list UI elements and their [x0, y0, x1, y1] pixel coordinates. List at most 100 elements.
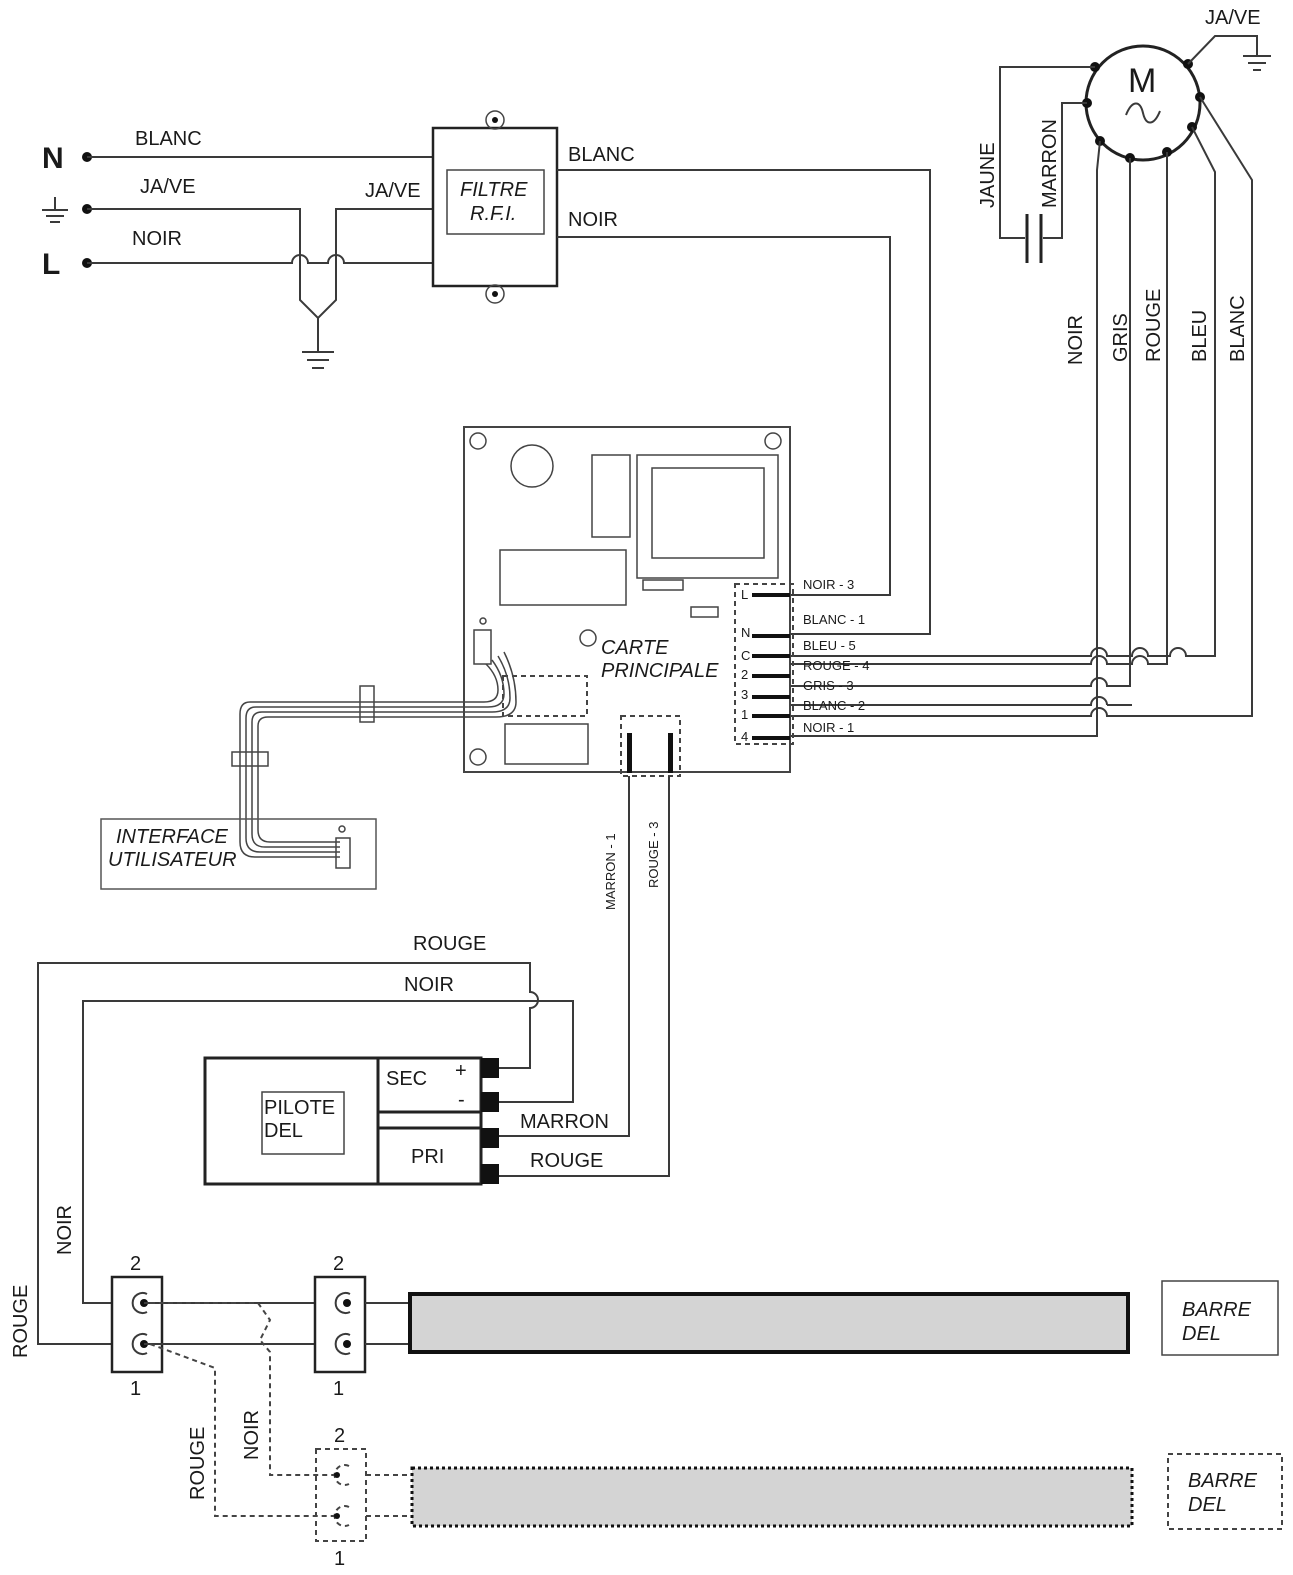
svg-text:DEL: DEL — [1188, 1494, 1227, 1516]
wire-blanc-2 — [790, 696, 1108, 706]
wire-motor-blanc — [790, 96, 1253, 717]
ui-label-1: INTERFACE — [116, 826, 229, 848]
label-m-gris: GRIS — [1110, 313, 1132, 362]
filter-label-1: FILTRE — [460, 179, 528, 201]
wire-l-noir — [87, 254, 433, 264]
label-m-noir: NOIR — [1065, 315, 1087, 365]
pin-c: C — [741, 648, 750, 663]
led-bar-label-1: BARRE DEL — [1161, 1280, 1279, 1356]
driver-pri: PRI — [411, 1146, 444, 1168]
label-filter-java: JA/VE — [365, 180, 421, 202]
label-marron: MARRON — [1039, 119, 1061, 208]
wire-motor-java — [1187, 35, 1258, 65]
label-n-blanc: BLANC — [135, 128, 202, 150]
motor-label: M — [1128, 62, 1156, 100]
pin-2: 2 — [741, 667, 748, 682]
ribbon-cable — [231, 651, 517, 858]
pin-label-b2: 2 — [333, 1253, 344, 1275]
ground-symbol-chassis — [302, 318, 334, 369]
label-led-rouge3: ROUGE - 3 — [646, 822, 661, 888]
led-bar-label-2: BARRE DEL — [1167, 1453, 1283, 1530]
led-bar-1 — [408, 1292, 1130, 1354]
board-label-2: PRINCIPALE — [601, 660, 719, 682]
driver-sec: SEC — [386, 1068, 427, 1090]
label-l-noir: NOIR — [132, 228, 182, 250]
terminal-n: N — [42, 142, 64, 175]
label-left-noir: NOIR — [54, 1205, 76, 1255]
label-motor-java: JA/VE — [1205, 7, 1261, 29]
wire-filter-noir — [557, 236, 891, 596]
wire-sec-rouge — [37, 962, 539, 1345]
pin-1: 1 — [741, 707, 748, 722]
label-top-rouge: ROUGE — [413, 933, 486, 955]
filter-label-2: R.F.I. — [470, 203, 516, 225]
conn-label-noir1: NOIR - 1 — [803, 720, 854, 735]
wire-dash-noir — [150, 1302, 336, 1476]
rfi-filter: FILTRE R.F.I. — [431, 110, 559, 304]
conn-label-noir3: NOIR - 3 — [803, 577, 854, 592]
wire-motor-rouge — [790, 152, 1168, 665]
label-m-bleu: BLEU — [1189, 310, 1211, 362]
motor: M — [1082, 44, 1205, 163]
pin-label-a1: 1 — [130, 1378, 141, 1400]
led-connector-b: 2 1 — [313, 1253, 367, 1400]
driver-plus: + — [455, 1060, 467, 1082]
conn-label-blanc1: BLANC - 1 — [803, 612, 865, 627]
label-pri-rouge: ROUGE — [530, 1150, 603, 1172]
pin-label-c1: 1 — [334, 1548, 345, 1570]
driver-label-1: PILOTE — [264, 1097, 335, 1119]
ground-symbol-motor — [1243, 55, 1271, 71]
wire-led-rouge — [494, 776, 670, 1177]
led-connector — [620, 715, 681, 777]
main-board: CARTE PRINCIPALE — [463, 426, 791, 777]
label-filter-blanc: BLANC — [568, 144, 635, 166]
svg-text:DEL: DEL — [1182, 1323, 1221, 1345]
pin-l: L — [741, 587, 748, 602]
svg-text:BARRE: BARRE — [1188, 1470, 1258, 1492]
sine-icon — [1125, 102, 1161, 124]
wire-jaune — [999, 66, 1095, 239]
pin-label-c2: 2 — [334, 1425, 345, 1447]
conn-label-rouge4: ROUGE - 4 — [803, 658, 869, 673]
svg-text:BARRE: BARRE — [1182, 1299, 1252, 1321]
board-label-1: CARTE — [601, 637, 669, 659]
mains-input: N L BLANC JA/VE JA/VE NOIR — [42, 128, 433, 369]
terminal-l: L — [42, 248, 60, 281]
conn-label-gris3: GRIS - 3 — [803, 678, 854, 693]
conn-label-blanc2: BLANC - 2 — [803, 698, 865, 713]
user-interface: INTERFACE UTILISATEUR — [100, 818, 377, 890]
label-pri-marron: MARRON — [520, 1111, 609, 1133]
pin-3: 3 — [741, 687, 748, 702]
wire-motor-gris — [790, 158, 1131, 687]
label-g-java: JA/VE — [140, 176, 196, 198]
wire-sec-noir — [82, 1000, 574, 1304]
pin-label-a2: 2 — [130, 1253, 141, 1275]
driver-label-2: DEL — [264, 1120, 303, 1142]
driver-minus: - — [458, 1089, 465, 1111]
ground-symbol-terminal — [42, 197, 68, 223]
pin-n: N — [741, 625, 750, 640]
wire-led-marron — [494, 776, 630, 1137]
led-bar-2 — [410, 1466, 1134, 1528]
label-left-rouge: ROUGE — [10, 1285, 32, 1358]
pin-4: 4 — [741, 729, 748, 744]
label-dash-noir: NOIR — [241, 1410, 263, 1460]
label-led-marron1: MARRON - 1 — [603, 833, 618, 910]
label-filter-noir: NOIR — [568, 209, 618, 231]
wire-motor-bleu — [790, 126, 1216, 657]
label-m-rouge: ROUGE — [1143, 289, 1165, 362]
led-connector-c: 2 1 — [315, 1425, 367, 1570]
label-dash-rouge: ROUGE — [187, 1427, 209, 1500]
led-connector-a: 2 1 — [110, 1253, 164, 1400]
led-driver: PILOTE DEL SEC PRI + - — [203, 1056, 499, 1186]
pin-label-b1: 1 — [333, 1378, 344, 1400]
wire-filter-blanc — [557, 169, 931, 635]
label-jaune: JAUNE — [977, 142, 999, 208]
ui-label-2: UTILISATEUR — [108, 849, 237, 871]
wire-marron — [1043, 102, 1087, 239]
wire-motor-noir — [790, 140, 1101, 737]
motor-connector: L N C 2 3 1 4 — [734, 583, 794, 745]
conn-label-bleu5: BLEU - 5 — [803, 638, 856, 653]
label-m-blanc: BLANC — [1227, 295, 1249, 362]
